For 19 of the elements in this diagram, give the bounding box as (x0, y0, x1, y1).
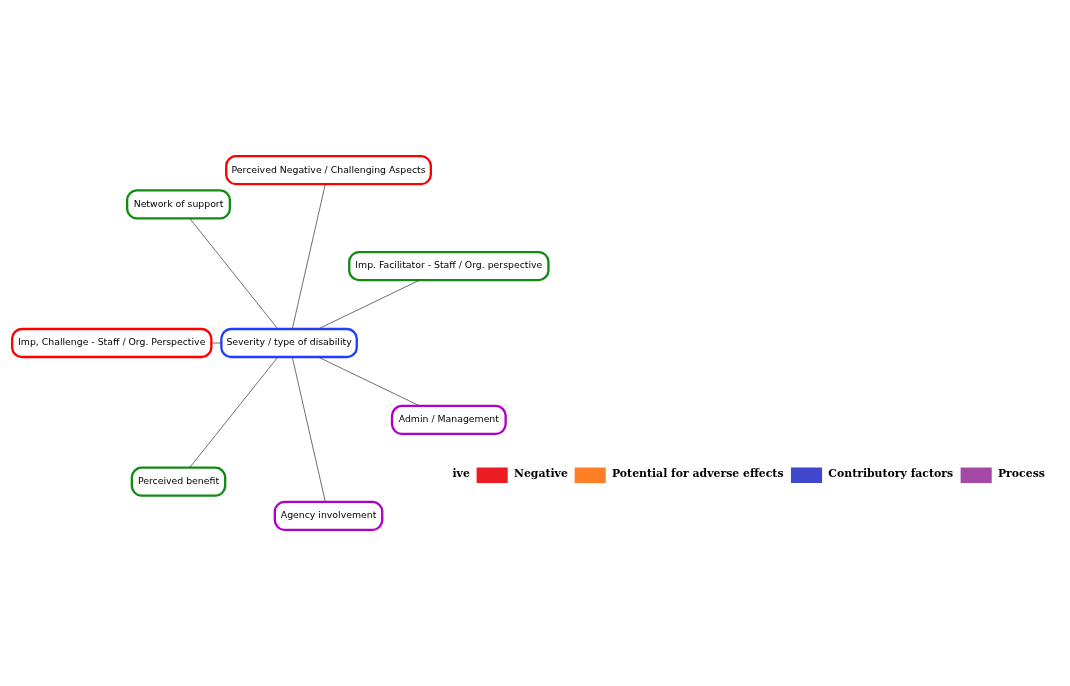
legend-label: Contributory factors (828, 467, 954, 481)
node-box: Imp. Facilitator - Staff / Org. perspective (348, 250, 550, 282)
node-box: Admin / Management (390, 404, 507, 436)
node-box: Agency involvement (273, 500, 384, 532)
node-box: Network of support (126, 189, 232, 220)
connector (189, 218, 279, 330)
connector (189, 356, 279, 468)
legend-label: Potential for adverse effects (611, 467, 784, 481)
legend-label: Process (997, 467, 1045, 481)
connector (291, 356, 326, 503)
connector (318, 279, 421, 330)
legend-label: Negative (513, 467, 568, 481)
node-box: Severity / type of disability (220, 327, 358, 359)
node-box: Perceived benefit (130, 466, 227, 497)
label: ive (452, 467, 470, 481)
connector (291, 183, 326, 330)
node-box: Imp, Challenge - Staff / Org. Perspective (10, 327, 213, 359)
node-box: Perceived Negative / Challenging Aspects (225, 154, 432, 186)
connector (318, 356, 421, 407)
